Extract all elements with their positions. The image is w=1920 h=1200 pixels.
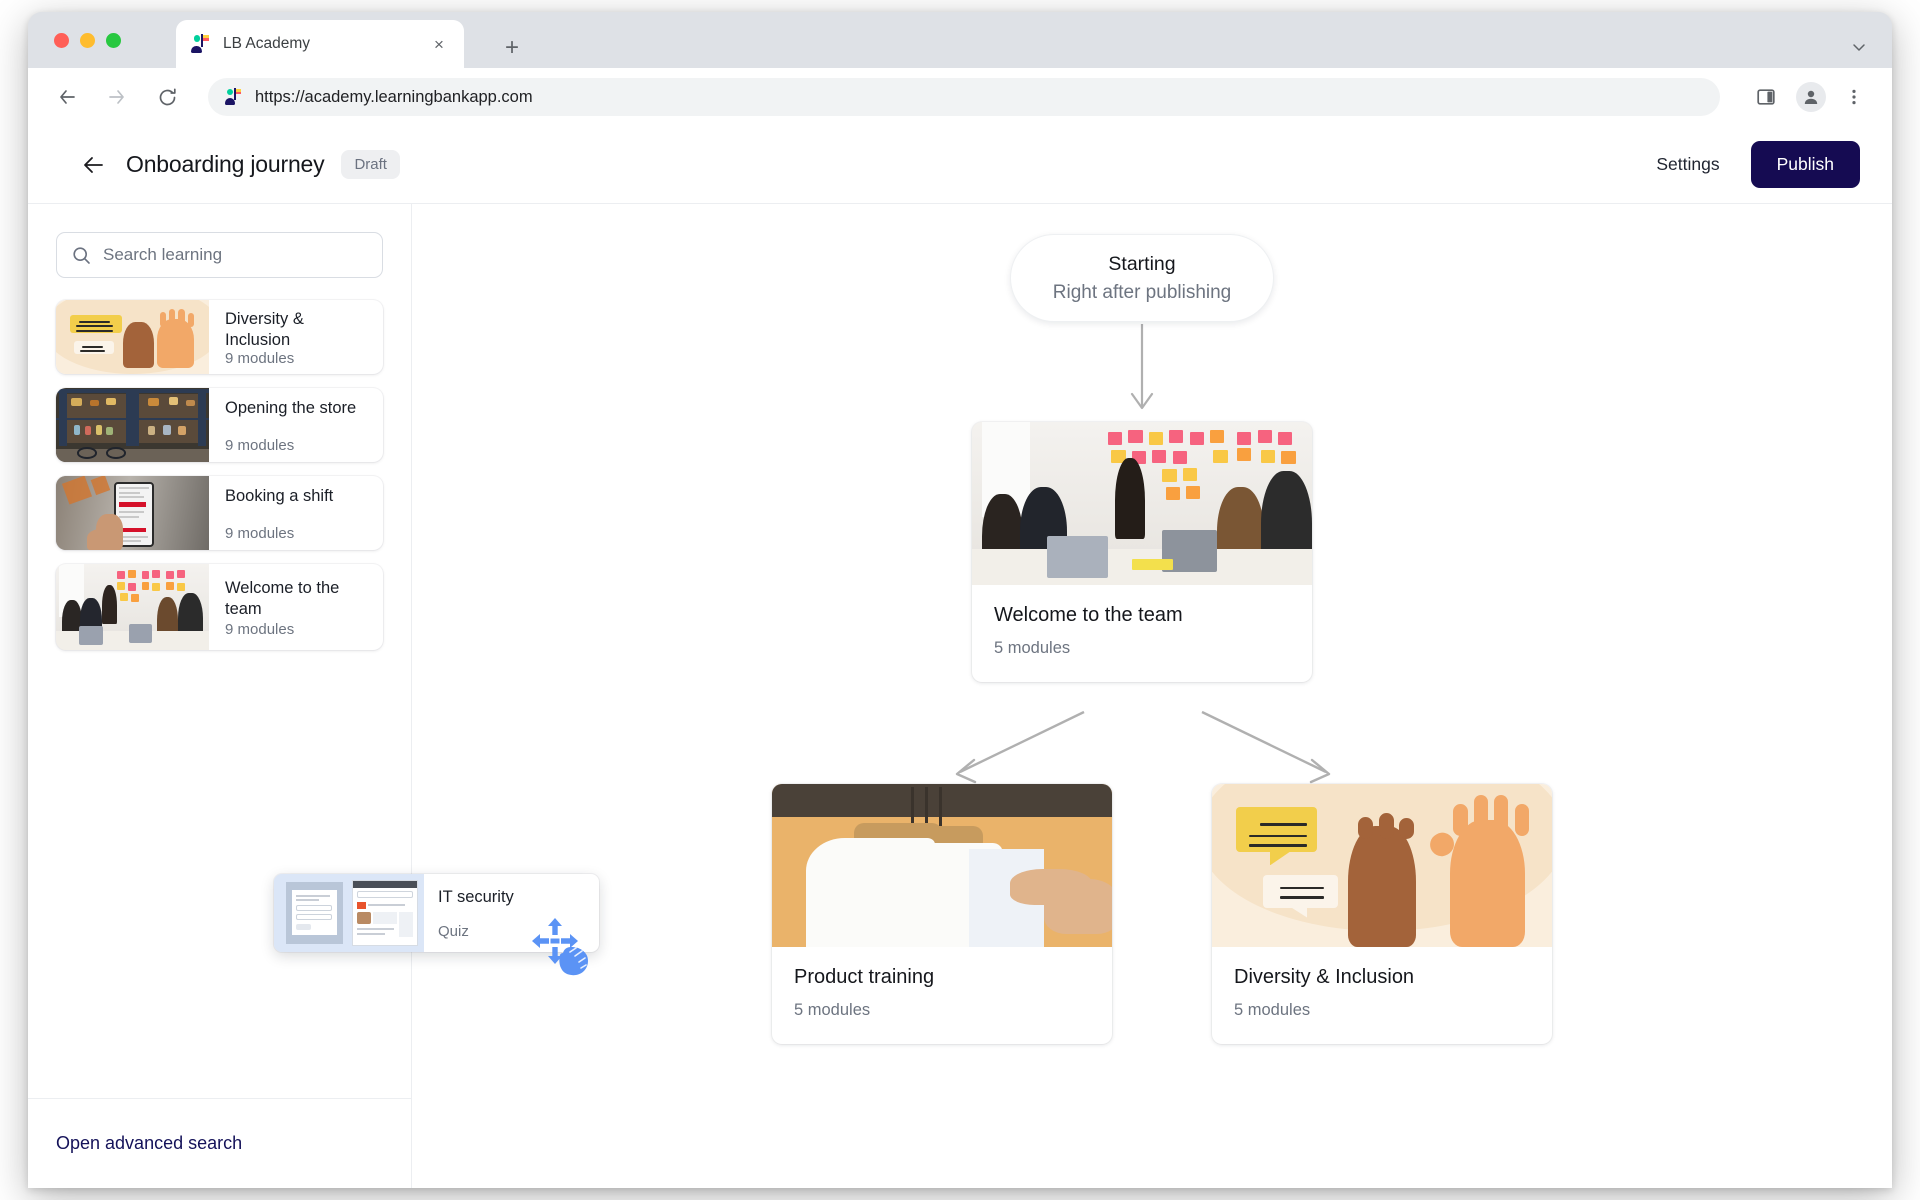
web-application: Onboarding journey Draft Settings Publis… — [28, 126, 1892, 1188]
browser-tab-strip: LB Academy × + — [28, 12, 1892, 68]
journey-card-thumbnail — [772, 784, 1112, 947]
window-traffic-lights — [54, 33, 121, 48]
drag-ghost-title: IT security — [438, 888, 514, 906]
side-panel-icon[interactable] — [1750, 81, 1782, 113]
settings-button[interactable]: Settings — [1656, 154, 1720, 174]
journey-card-modules: 5 modules — [794, 1001, 871, 1019]
browser-toolbar: https://academy.learningbankapp.com — [28, 68, 1892, 126]
drag-move-hand-cursor — [530, 916, 602, 988]
drag-ghost-subtitle: Quiz — [438, 923, 469, 940]
chevron-down-icon[interactable] — [1850, 38, 1868, 61]
journey-canvas[interactable]: Starting Right after publishing — [412, 204, 1892, 1188]
close-tab-icon[interactable]: × — [434, 34, 444, 54]
learning-card-text: Welcome to the team 9 modules — [209, 564, 383, 650]
browser-window: LB Academy × + — [28, 12, 1892, 1188]
list-item[interactable]: Booking a shift 9 modules — [56, 476, 383, 550]
lb-academy-favicon — [190, 34, 210, 54]
journey-edges — [955, 324, 1331, 784]
learning-title: Opening the store — [225, 399, 357, 417]
learning-modules: 9 modules — [225, 621, 295, 639]
learning-card-text: Booking a shift 9 modules — [209, 476, 383, 550]
forward-icon[interactable] — [100, 80, 134, 114]
site-favicon — [224, 88, 242, 106]
learning-modules: 9 modules — [225, 525, 295, 542]
profile-avatar-icon[interactable] — [1796, 82, 1826, 112]
learning-sidebar: Diversity & Inclusion 9 modules — [28, 204, 412, 1188]
advanced-search-section: Open advanced search — [28, 1098, 411, 1188]
journey-card-modules: 5 modules — [994, 639, 1071, 657]
app-body: Diversity & Inclusion 9 modules — [28, 204, 1892, 1188]
url-text: https://academy.learningbankapp.com — [255, 87, 533, 106]
journey-card-body: Diversity & Inclusion 5 modules — [1212, 947, 1552, 1044]
status-badge: Draft — [341, 150, 400, 179]
journey-card-title: Product training — [794, 966, 935, 988]
start-node-subtitle: Right after publishing — [1052, 281, 1232, 303]
new-tab-button[interactable]: + — [504, 34, 519, 61]
open-advanced-search-link[interactable]: Open advanced search — [56, 1133, 243, 1153]
search-section — [28, 204, 411, 278]
maximize-window-button[interactable] — [106, 33, 121, 48]
learning-list: Diversity & Inclusion 9 modules — [28, 278, 411, 664]
journey-card-diversity-inclusion[interactable]: Diversity & Inclusion 5 modules — [1212, 784, 1552, 1044]
journey-start-node[interactable]: Starting Right after publishing — [1010, 234, 1274, 322]
list-item[interactable]: Diversity & Inclusion 9 modules — [56, 300, 383, 374]
list-item[interactable]: Opening the store 9 modules — [56, 388, 383, 462]
app-header: Onboarding journey Draft Settings Publis… — [28, 126, 1892, 204]
journey-card-welcome[interactable]: Welcome to the team 5 modules — [972, 422, 1312, 682]
journey-card-modules: 5 modules — [1234, 1001, 1311, 1019]
search-box[interactable] — [56, 232, 383, 278]
browser-tab[interactable]: LB Academy × — [176, 20, 464, 68]
drag-ghost-card[interactable]: IT security Quiz — [274, 874, 599, 952]
learning-thumbnail — [56, 300, 209, 374]
chrome-menu-icon[interactable] — [1838, 81, 1870, 113]
close-window-button[interactable] — [54, 33, 69, 48]
journey-card-body: Product training 5 modules — [772, 947, 1112, 1044]
journey-card-thumbnail — [1212, 784, 1552, 947]
browser-tab-title: LB Academy — [223, 35, 311, 52]
journey-card-product-training[interactable]: Product training 5 modules — [772, 784, 1112, 1044]
learning-modules: 9 modules — [225, 350, 295, 368]
journey-card-title: Welcome to the team — [994, 604, 1183, 626]
drag-ghost-text: IT security Quiz — [424, 874, 599, 952]
reload-icon[interactable] — [150, 80, 184, 114]
learning-thumbnail — [56, 388, 209, 462]
learning-title: Welcome to the team — [225, 578, 340, 618]
back-arrow-icon[interactable] — [76, 148, 110, 182]
list-item[interactable]: Welcome to the team 9 modules — [56, 564, 383, 650]
learning-thumbnail — [56, 564, 209, 650]
search-icon — [72, 246, 91, 265]
learning-modules: 9 modules — [225, 437, 295, 454]
drag-ghost-thumbnail — [274, 874, 424, 952]
learning-card-text: Opening the store 9 modules — [209, 388, 383, 462]
journey-card-thumbnail — [972, 422, 1312, 585]
start-node-title: Starting — [1108, 252, 1176, 275]
search-input[interactable] — [103, 245, 367, 265]
learning-thumbnail — [56, 476, 209, 550]
learning-title: Booking a shift — [225, 487, 334, 505]
journey-card-title: Diversity & Inclusion — [1234, 966, 1415, 988]
address-bar[interactable]: https://academy.learningbankapp.com — [208, 78, 1720, 116]
back-icon[interactable] — [50, 80, 84, 114]
journey-card-body: Welcome to the team 5 modules — [972, 585, 1312, 682]
publish-button[interactable]: Publish — [1750, 141, 1860, 188]
minimize-window-button[interactable] — [80, 33, 95, 48]
page-title: Onboarding journey — [126, 151, 325, 177]
learning-title: Diversity & Inclusion — [225, 309, 304, 349]
learning-card-text: Diversity & Inclusion 9 modules — [209, 300, 383, 374]
